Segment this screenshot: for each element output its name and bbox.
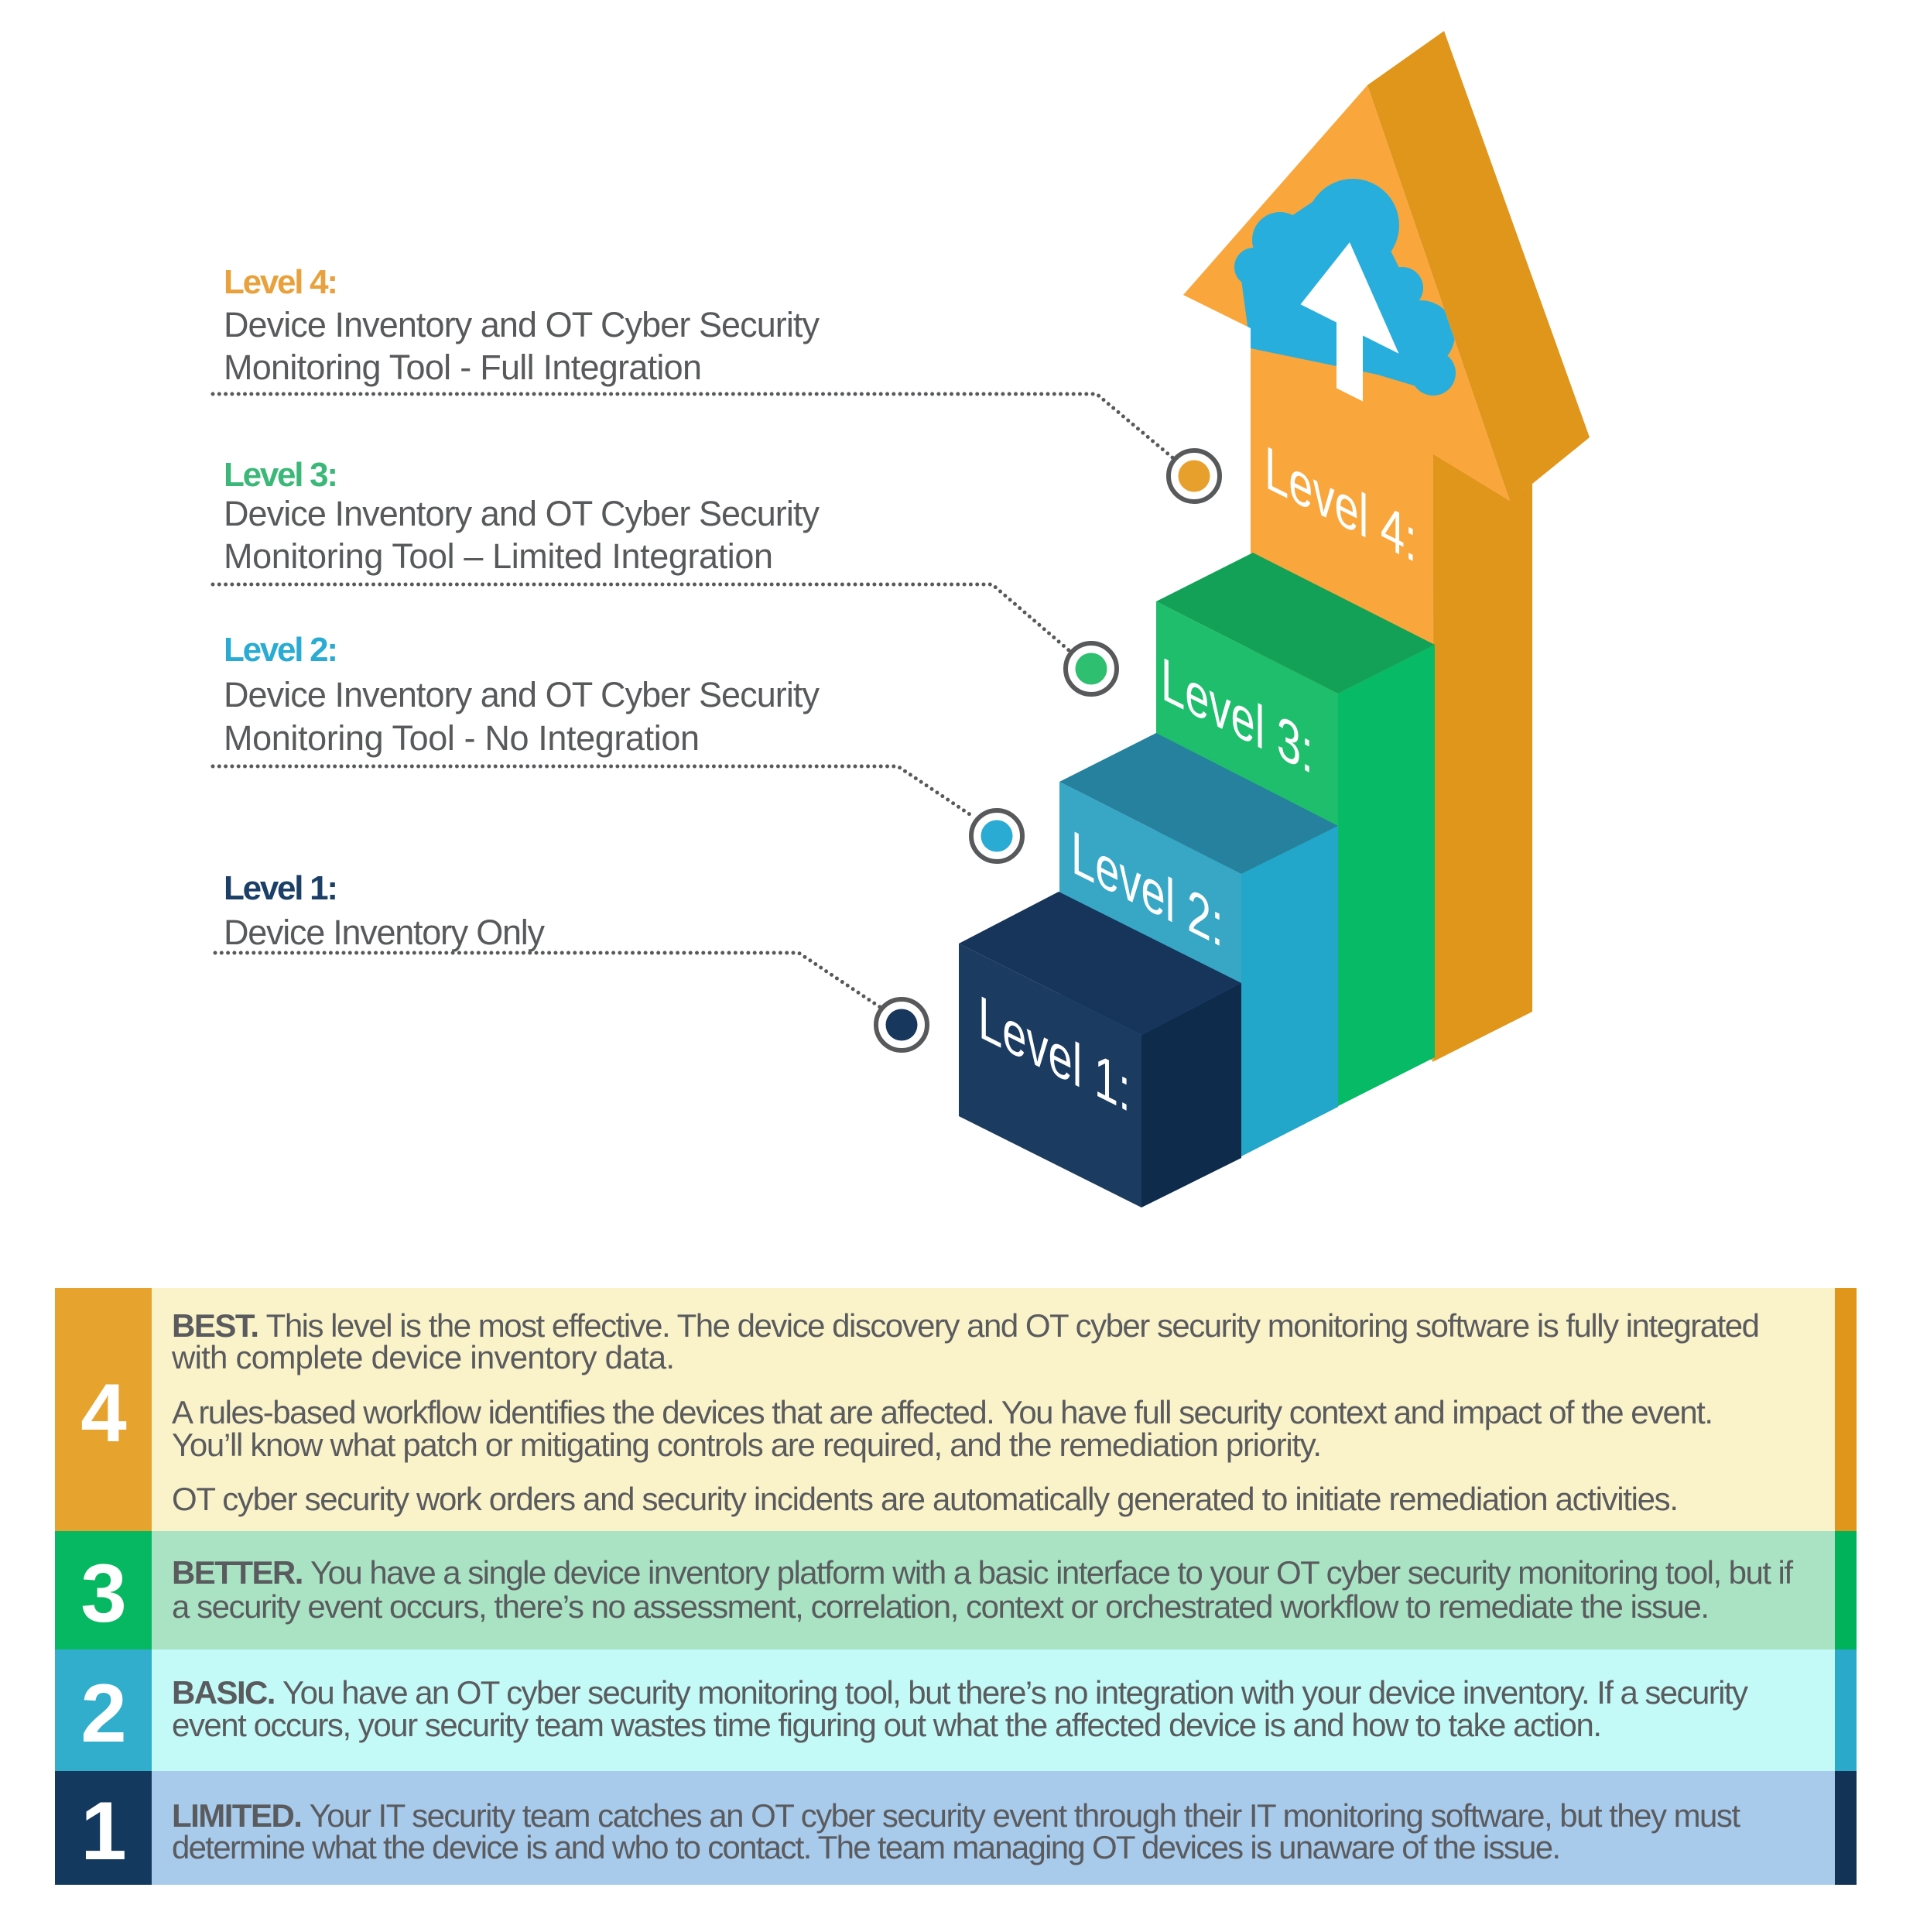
- svg-text:BETTER. You have a single dev: BETTER. You have a single device invento…: [172, 1554, 1793, 1591]
- svg-text:3: 3: [80, 1547, 127, 1639]
- svg-text:2: 2: [80, 1667, 127, 1759]
- svg-text:Monitoring Tool - No Integrati: Monitoring Tool - No Integration: [224, 718, 700, 758]
- svg-text:You’ll know what patch or miti: You’ll know what patch or mitigating con…: [172, 1427, 1322, 1463]
- svg-text:Level 3:: Level 3:: [224, 456, 338, 494]
- svg-text:BASIC. You have an OT cyber se: BASIC. You have an OT cyber security mon…: [172, 1674, 1748, 1711]
- svg-text:BEST. This level is the most e: BEST. This level is the most effective. …: [172, 1307, 1760, 1344]
- svg-text:Device Inventory and OT Cyber: Device Inventory and OT Cyber Security: [224, 675, 820, 714]
- svg-text:determine what the device is a: determine what the device is and who to …: [172, 1829, 1561, 1865]
- svg-text:4: 4: [80, 1366, 127, 1459]
- svg-text:OT cyber security work orders: OT cyber security work orders and securi…: [172, 1481, 1679, 1517]
- svg-text:with complete device inventory: with complete device inventory data.: [171, 1339, 675, 1375]
- svg-text:A rules-based workflow identif: A rules-based workflow identifies the de…: [172, 1394, 1713, 1430]
- svg-text:Device Inventory and OT Cyber: Device Inventory and OT Cyber Security: [224, 305, 820, 344]
- svg-text:Level 1:: Level 1:: [224, 869, 338, 907]
- svg-text:Device Inventory Only: Device Inventory Only: [224, 913, 546, 952]
- svg-text:1: 1: [80, 1784, 127, 1877]
- svg-text:Level 4:: Level 4:: [224, 263, 338, 301]
- svg-text:Level 2:: Level 2:: [224, 631, 338, 669]
- svg-text:Monitoring Tool – Limited Inte: Monitoring Tool – Limited Integration: [224, 536, 773, 576]
- svg-text:a security event occurs, there: a security event occurs, there’s no asse…: [172, 1588, 1710, 1625]
- svg-text:event occurs, your security te: event occurs, your security team wastes …: [172, 1707, 1602, 1743]
- svg-text:Device Inventory and OT Cyber: Device Inventory and OT Cyber Security: [224, 494, 820, 533]
- svg-text:Monitoring Tool - Full Integra: Monitoring Tool - Full Integration: [224, 348, 702, 387]
- svg-text:LIMITED. Your IT security team: LIMITED. Your IT security team catches a…: [172, 1797, 1740, 1834]
